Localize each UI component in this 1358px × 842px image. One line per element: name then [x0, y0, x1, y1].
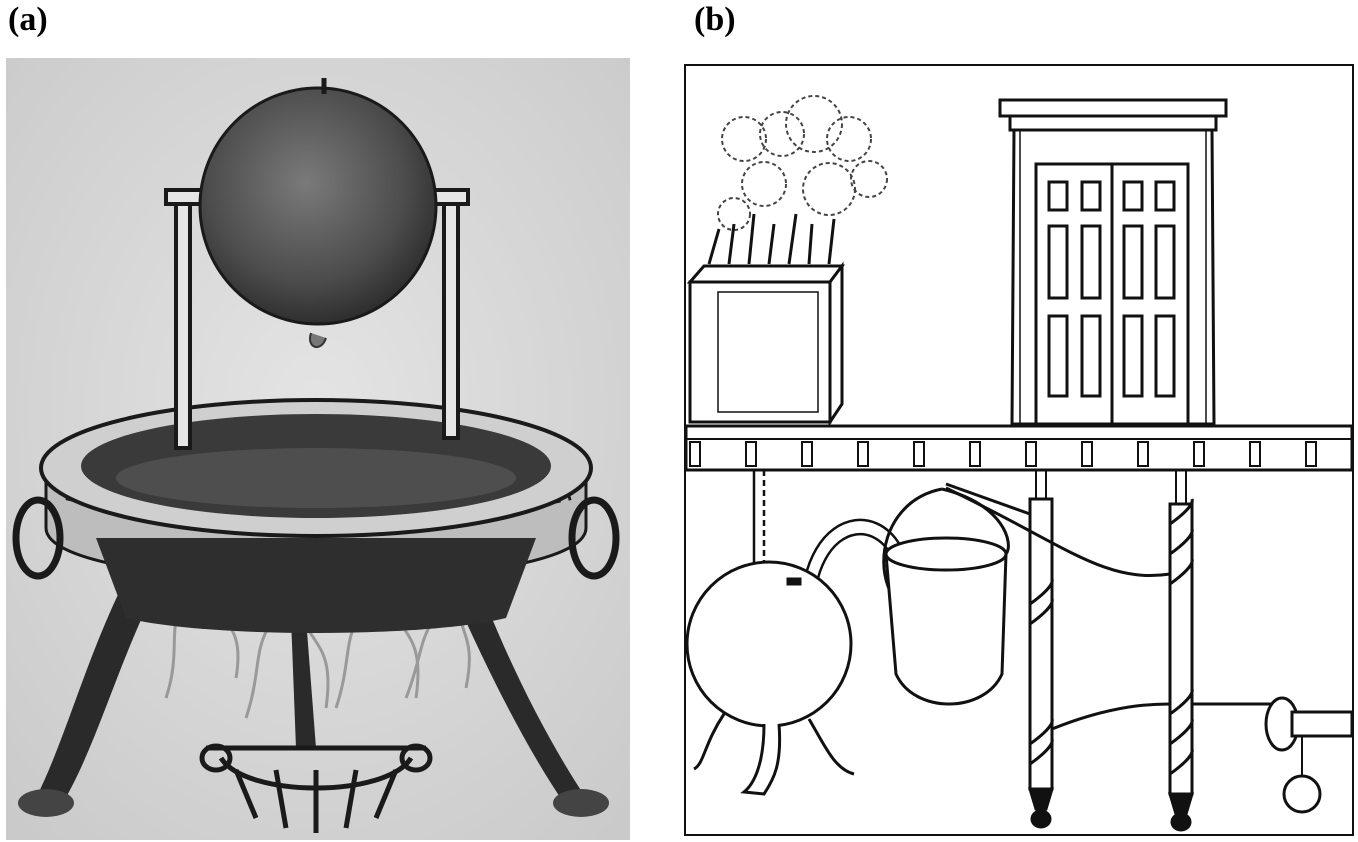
panel-b-label: (b) — [694, 1, 736, 38]
door-axles — [1027, 469, 1195, 832]
panel-a-label: (a) — [8, 1, 48, 38]
altar — [686, 261, 845, 427]
brazier — [199, 743, 433, 833]
pulley-weight — [1264, 696, 1354, 814]
claw-feet — [18, 789, 609, 817]
cauldron — [39, 398, 593, 633]
altar-fire — [707, 213, 836, 265]
ring-handles — [12, 496, 620, 580]
ropes — [945, 482, 1284, 731]
temple-door-drawing — [684, 64, 1354, 836]
counterweight-bucket — [882, 487, 1010, 706]
steam-pipes — [164, 188, 470, 450]
altar-smoke — [717, 95, 888, 231]
rotating-sphere — [198, 78, 438, 348]
tripod-legs — [36, 578, 586, 806]
aeolipile-illustration — [6, 58, 630, 840]
water-vessel-sphere — [685, 560, 855, 796]
temple-floor — [684, 424, 1354, 472]
temple-doors — [1034, 162, 1190, 426]
temple-door-mechanism — [684, 64, 1354, 836]
rope-windings — [1029, 498, 1194, 776]
aeolipile-drawing — [6, 58, 630, 840]
